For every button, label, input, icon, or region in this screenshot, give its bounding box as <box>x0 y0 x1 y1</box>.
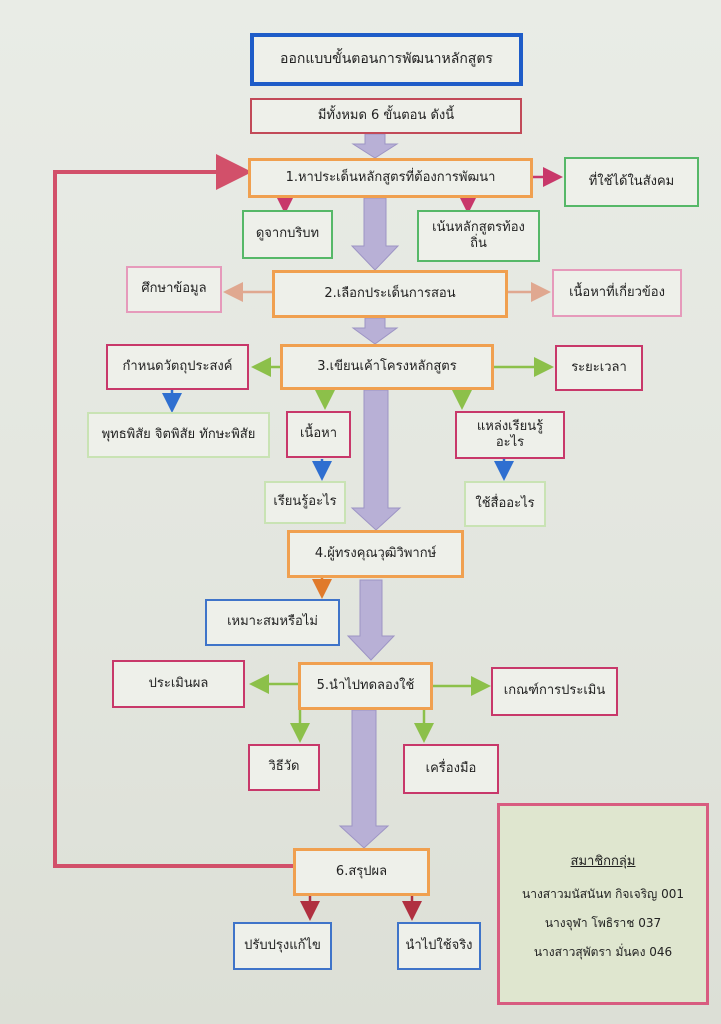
s1-right-node: ที่ใช้ได้ในสังคม <box>564 157 699 207</box>
s3-right-node: ระยะเวลา <box>555 345 643 391</box>
step-1-box: 1.หาประเด็นหลักสูตรที่ต้องการพัฒนา <box>248 158 533 198</box>
s1-left-down-node: ดูจากบริบท <box>242 210 333 259</box>
s3-source-down-node: ใช้สื่ออะไร <box>464 481 546 527</box>
feedback-loop-arrow <box>53 154 293 868</box>
step-4-box: 4.ผู้ทรงคุณวุฒิวิพากษ์ <box>287 530 464 578</box>
s5-down-left-node: วิธีวัด <box>248 744 320 791</box>
s3-content-down-node: เรียนรู้อะไร <box>264 481 346 524</box>
s5-left-node: ประเมินผล <box>112 660 245 708</box>
s5-right-node: เกณฑ์การประเมิน <box>491 667 618 716</box>
s3-left-node: กำหนดวัตถุประสงค์ <box>106 344 249 390</box>
s6-down-left-node: ปรับปรุงแก้ไข <box>233 922 332 970</box>
s2-right-node: เนื้อหาที่เกี่ยวข้อง <box>552 269 682 317</box>
members-heading: สมาชิกกลุ่ม <box>570 854 636 869</box>
s4-down-node: เหมาะสมหรือไม่ <box>205 599 340 646</box>
member-item: นางสาวสุพัตรา มั่นคง 046 <box>533 945 673 959</box>
members-panel: สมาชิกกลุ่ม นางสาวมนัสนันท กิจเจริญ 001 … <box>497 803 709 1005</box>
s3-source-node: แหล่งเรียนรู้อะไร <box>455 411 565 459</box>
main-flow-arrows <box>338 133 402 849</box>
step-6-box: 6.สรุปผล <box>293 848 430 896</box>
member-item: นางสาวมนัสนันท กิจเจริญ 001 <box>522 887 684 901</box>
s1-right-down-node: เน้นหลักสูตรท้องถิ่น <box>417 210 540 262</box>
member-item: นางจุฬา โพธิราช 037 <box>544 916 662 930</box>
diagram-subtitle: มีทั้งหมด 6 ขั้นตอน ดังนี้ <box>250 98 522 134</box>
step-3-box: 3.เขียนเค้าโครงหลักสูตร <box>280 344 494 390</box>
diagram-title: ออกแบบขั้นตอนการพัฒนาหลักสูตร <box>250 33 523 86</box>
s2-left-node: ศึกษาข้อมูล <box>126 266 222 313</box>
step-2-box: 2.เลือกประเด็นการสอน <box>272 270 508 318</box>
s6-down-right-node: นำไปใช้จริง <box>397 922 481 970</box>
step-5-box: 5.นำไปทดลองใช้ <box>298 662 433 710</box>
s5-down-right-node: เครื่องมือ <box>403 744 499 794</box>
s3-content-node: เนื้อหา <box>286 411 351 458</box>
s3-left-down-node: พุทธพิสัย จิตพิสัย ทักษะพิสัย <box>87 412 270 458</box>
